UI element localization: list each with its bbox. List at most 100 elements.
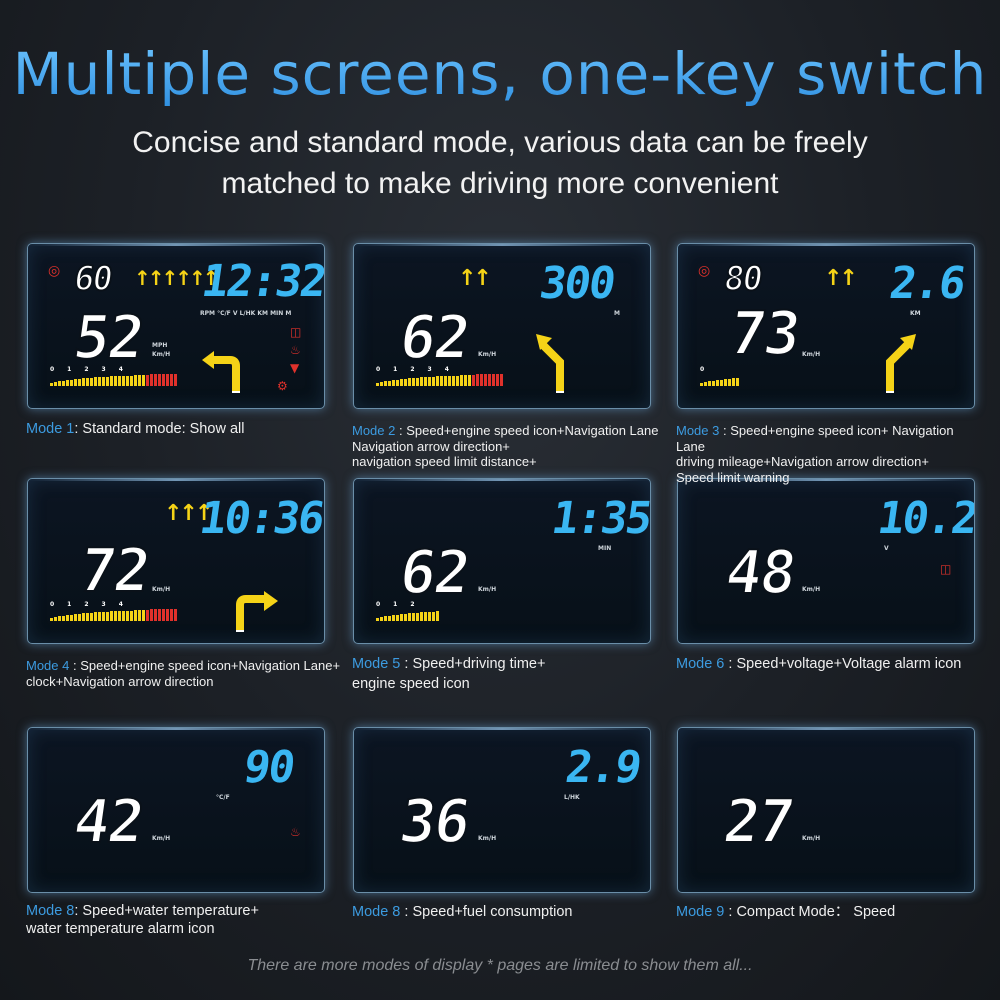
speed-value: 52	[68, 302, 148, 374]
mode-label: Mode 2	[352, 423, 396, 438]
rpm-scale: 01234	[376, 366, 462, 373]
mode-description: : Standard mode: Show all	[74, 421, 245, 437]
caption-mode-8-temp: Mode 8: Speed+water temperature+ water t…	[26, 902, 259, 938]
speed-camera-icon: ◎	[48, 263, 61, 279]
mode-description-line-2: water temperature alarm icon	[26, 921, 215, 937]
water-temp-alarm-icon: ♨	[290, 825, 301, 839]
unit-temp: °C/F	[216, 794, 230, 801]
rpm-scale: 01234	[50, 366, 136, 373]
caption-mode-9: Mode 9 : Compact Mode： Speed	[676, 902, 895, 922]
hud-panel-mode-3: ◎ 80 ↑↑ 2.6 KM 73 Km/H 0	[677, 243, 975, 409]
speed-value: 62	[394, 302, 474, 374]
mode-label: Mode 4	[26, 658, 70, 673]
mode-label: Mode 5	[352, 656, 401, 672]
mode-label: Mode 8	[26, 903, 75, 919]
mode-description-line-1: : Speed+engine speed icon+ Navigation La…	[676, 423, 954, 454]
mode-description: : Speed+fuel consumption	[400, 904, 573, 920]
rpm-scale: 01234	[50, 601, 136, 608]
speed-value: 42	[68, 786, 148, 858]
mode-description: : Speed+voltage+Voltage alarm icon	[724, 656, 962, 672]
water-temp-icon: ♨	[290, 343, 301, 357]
lane-arrows: ↑↑	[458, 266, 492, 291]
mode-description-line-3: Speed limit warning	[676, 469, 790, 485]
mode-description-line-2: driving mileage+Navigation arrow directi…	[676, 454, 929, 469]
mode-label: Mode 3	[676, 423, 720, 438]
unit-mph: MPH	[152, 342, 168, 349]
unit-kmh: Km/H	[802, 351, 821, 358]
hud-panel-mode-8-fuel: 2.9 L/HK 36 Km/H	[353, 727, 651, 893]
clock-value: 10:36	[196, 493, 325, 544]
unit-kmh: Km/H	[478, 351, 497, 358]
turn-arrow-icon	[236, 591, 278, 632]
lane-arrows: ↑↑↑↑↑↑	[134, 266, 220, 290]
caption-mode-4: Mode 4 : Speed+engine speed icon+Navigat…	[26, 658, 342, 689]
caption-mode-2: Mode 2 : Speed+engine speed icon+Navigat…	[352, 423, 662, 470]
hud-panel-mode-4: ↑↑↑ 10:36 72 Km/H 01234	[27, 478, 325, 644]
speed-value: 48	[720, 537, 800, 609]
speed-value: 62	[394, 537, 474, 609]
footer-note: There are more modes of display * pages …	[247, 957, 753, 974]
hud-panel-mode-2: ↑↑ 300 M 62 Km/H 01234	[353, 243, 651, 409]
unit-km: KM	[910, 310, 921, 317]
hud-panel-mode-5: 1:35 MIN 62 Km/H 012	[353, 478, 651, 644]
speed-limit-value: 80	[720, 258, 765, 300]
speed-value: 73	[724, 298, 804, 370]
fuel-consumption-value: 2.9	[562, 742, 644, 793]
caption-mode-5: Mode 5 : Speed+driving time+ engine spee…	[352, 654, 545, 694]
lane-arrows: ↑↑↑	[164, 501, 213, 526]
subtitle-line-1: Concise and standard mode, various data …	[132, 126, 868, 159]
unit-min: MIN	[598, 545, 612, 552]
hud-panel-mode-8-temp: 90 °C/F ♨ 42 Km/H	[27, 727, 325, 893]
rpm-bars	[376, 609, 439, 621]
mode-label: Mode 9	[676, 904, 725, 920]
mode-description-line-3: navigation speed limit distance+	[352, 454, 537, 469]
rpm-bars	[700, 374, 739, 386]
rpm-bars	[50, 374, 177, 386]
battery-icon: ◫	[290, 325, 302, 339]
mode-label: Mode 1	[26, 421, 75, 437]
mode-description-line-1: : Speed+driving time+	[400, 656, 546, 672]
caption-mode-3: Mode 3 : Speed+engine speed icon+ Naviga…	[676, 423, 986, 485]
speed-value: 72	[74, 535, 154, 607]
page-subtitle: Concise and standard mode, various data …	[0, 122, 1000, 204]
unit-kmh: Km/H	[478, 586, 497, 593]
mode-label: Mode 8	[352, 904, 401, 920]
mode-description-line-1: : Speed+engine speed icon+Navigation Lan…	[69, 658, 341, 673]
rpm-scale: 012	[376, 601, 428, 608]
subtitle-line-2: matched to make driving more convenient	[221, 167, 779, 200]
clock-value: 12:32	[198, 256, 325, 307]
car-icon: ▼	[290, 361, 300, 375]
mode-label: Mode 6	[676, 656, 725, 672]
unit-kmh: Km/H	[152, 835, 171, 842]
lane-arrows: ↑↑	[824, 266, 858, 291]
hud-panel-mode-1: ◎ 60 ↑↑↑↑↑↑ 12:32 RPM °C/F V L/HK KM MIN…	[27, 243, 325, 409]
battery-alarm-icon: ◫	[940, 562, 952, 576]
mode-description-line-2: engine speed icon	[352, 676, 470, 692]
hud-panel-mode-9: 27 Km/H	[677, 727, 975, 893]
unit-kmh: Km/H	[152, 586, 171, 593]
unit-v: V	[884, 545, 889, 552]
driving-time-value: 1:35	[548, 493, 651, 544]
unit-fuel: L/HK	[564, 794, 580, 801]
mode-description-line-2: Navigation arrow direction+	[352, 438, 510, 454]
voltage-value: 10.2	[874, 493, 975, 544]
speed-limit-value: 60	[70, 258, 115, 300]
turn-arrow-icon	[202, 351, 240, 393]
mode-description: : Compact Mode： Speed	[724, 904, 896, 920]
engine-icon: ⚙	[277, 379, 288, 393]
page-title: Multiple screens, one-key switch	[0, 40, 1000, 108]
unit-kmh: Km/H	[802, 835, 821, 842]
caption-mode-1: Mode 1: Standard mode: Show all	[26, 419, 244, 439]
unit-kmh: Km/H	[152, 351, 171, 358]
rpm-scale: 0	[700, 366, 718, 373]
unit-m: M	[614, 310, 620, 317]
turn-arrow-icon	[886, 334, 916, 393]
unit-kmh: Km/H	[478, 835, 497, 842]
rpm-bars	[376, 374, 503, 386]
speed-value: 27	[718, 786, 798, 858]
water-temp-value: 90	[240, 742, 297, 793]
caption-mode-6: Mode 6 : Speed+voltage+Voltage alarm ico…	[676, 654, 961, 674]
turn-arrow-icon	[536, 334, 564, 393]
mileage-value: 2.6	[886, 258, 968, 309]
mode-description-line-1: : Speed+water temperature+	[74, 903, 259, 919]
